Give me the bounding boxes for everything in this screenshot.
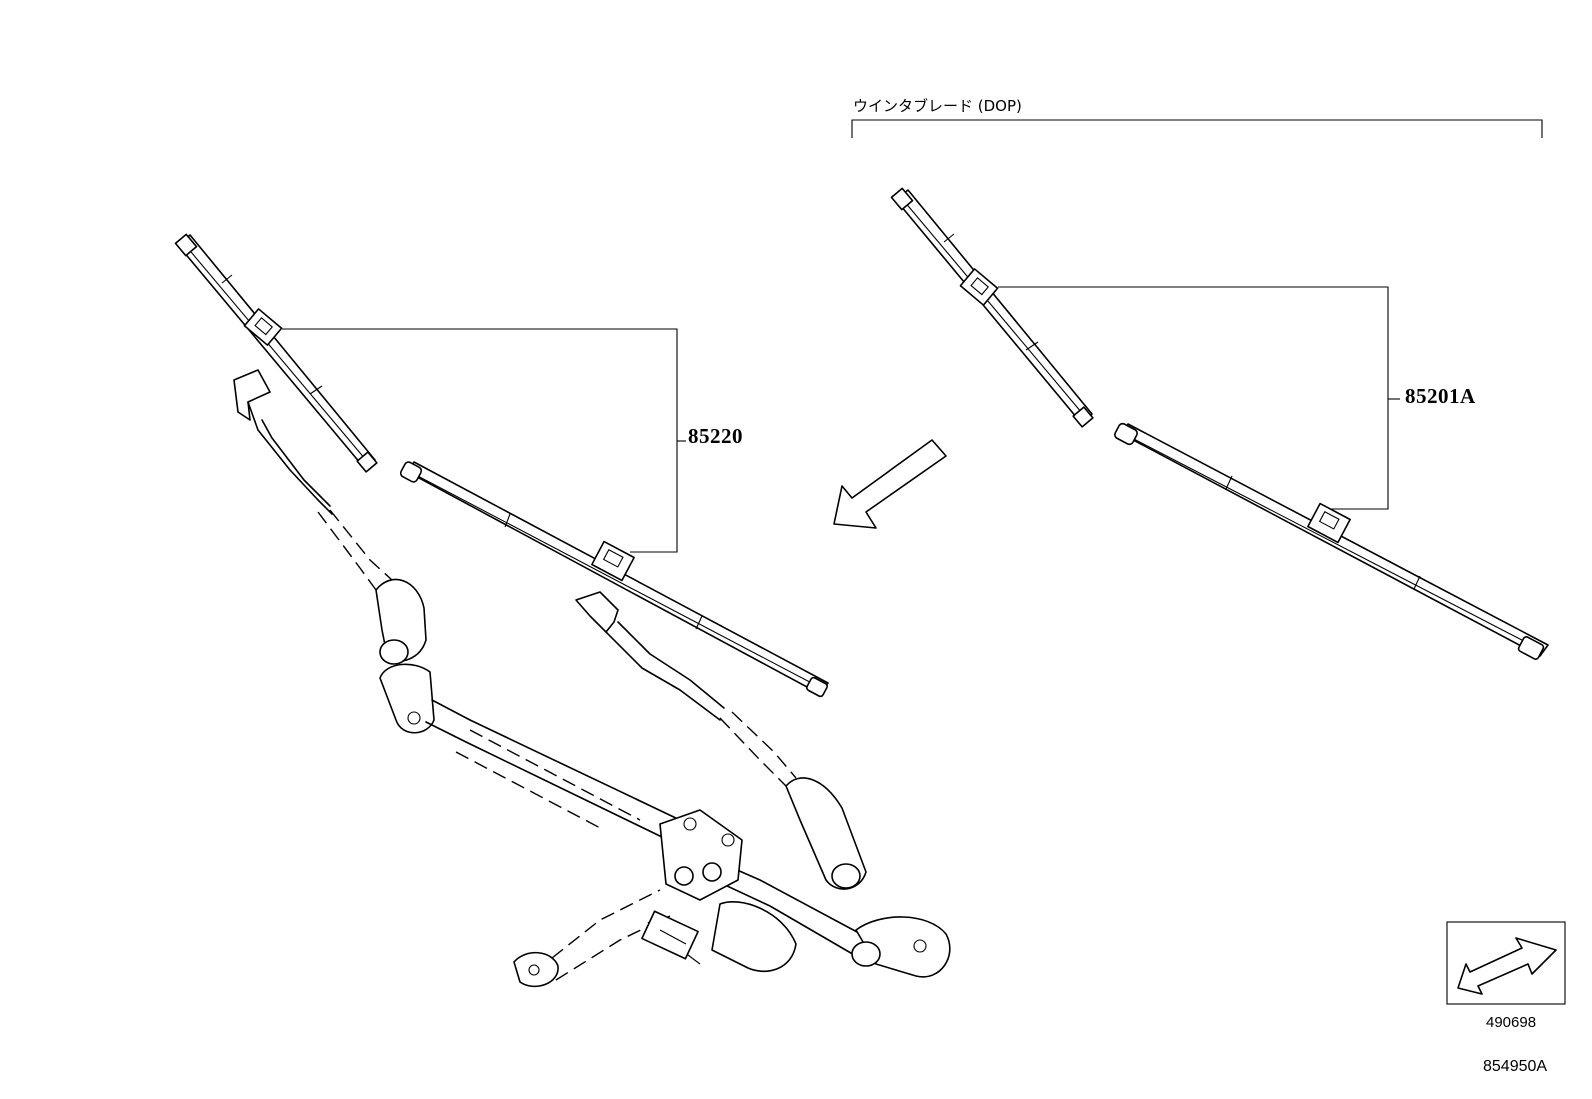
dop-group-bracket (851, 119, 1543, 138)
dop-group-label: ウインタブレード (DOP) (853, 97, 1022, 115)
wiper-motor[interactable] (641, 809, 797, 972)
right-wiper-arm[interactable] (575, 591, 867, 890)
leader-85201A (998, 286, 1400, 510)
left-wiper-blade[interactable] (174, 233, 378, 473)
view-direction-arrow-icon (1457, 937, 1557, 995)
dop-upper-wiper-blade[interactable] (890, 187, 1094, 428)
view-reference-box (1446, 921, 1566, 1005)
wiper-linkage[interactable] (379, 663, 951, 988)
part-number-85220[interactable]: 85220 (688, 424, 743, 448)
leader-85220 (282, 328, 686, 553)
left-wiper-arm[interactable] (233, 369, 427, 665)
dop-lower-wiper-blade[interactable] (1113, 422, 1549, 660)
right-wiper-blade[interactable] (399, 461, 829, 698)
view-reference-number: 490698 (1486, 1014, 1537, 1031)
front-direction-arrow-icon (833, 439, 947, 529)
part-number-85201A[interactable]: 85201A (1405, 384, 1476, 408)
figure-id: 854950A (1483, 1058, 1548, 1075)
